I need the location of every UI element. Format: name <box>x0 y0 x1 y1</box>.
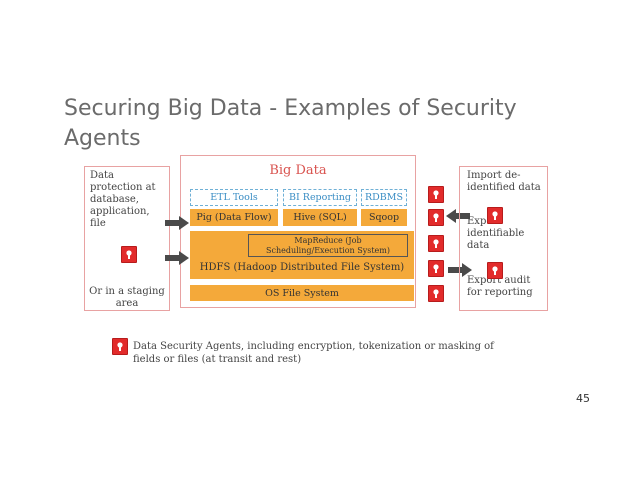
left-panel-top-text: Data protection at database, application… <box>90 170 156 229</box>
legend-text: Data Security Agents, including encrypti… <box>133 341 494 365</box>
etl-tools: ETL Tools <box>190 189 278 206</box>
os-file-system: OS File System <box>190 285 414 301</box>
export-audit-text: Export audit for reporting <box>467 275 533 298</box>
big-data-panel <box>180 155 416 308</box>
right-panel <box>459 166 548 311</box>
lock-icon <box>428 285 444 302</box>
arrow-left-icon <box>446 209 470 223</box>
lock-icon <box>487 262 503 279</box>
hive-cell: Hive (SQL) <box>283 209 357 226</box>
mapreduce-box: MapReduce (Job Scheduling/Execution Syst… <box>248 234 408 257</box>
lock-icon <box>112 338 128 355</box>
pig-cell: Pig (Data Flow) <box>190 209 278 226</box>
lock-icon <box>487 207 503 224</box>
import-text: Import de-identified data <box>467 170 541 193</box>
lock-icon <box>428 235 444 252</box>
lock-icon <box>121 246 137 263</box>
arrow-right-icon <box>165 216 189 230</box>
lock-icon <box>428 209 444 226</box>
export-identifiable-text: Export identifiable data <box>467 216 525 251</box>
page-number: 45 <box>576 392 590 405</box>
rdbms: RDBMS <box>361 189 407 206</box>
lock-icon <box>428 186 444 203</box>
lock-icon <box>428 260 444 277</box>
arrow-right-icon <box>448 263 472 277</box>
left-panel-bottom-text: Or in a staging area <box>89 286 165 309</box>
slide-title: Securing Big Data - Examples of Security… <box>64 96 517 151</box>
left-panel <box>84 166 170 311</box>
mapreduce-text: MapReduce (Job Scheduling/Execution Syst… <box>266 236 390 255</box>
arrow-right-icon <box>165 251 189 265</box>
sqoop-cell: Sqoop <box>361 209 407 226</box>
hdfs-text: HDFS (Hadoop Distributed File System) <box>199 262 405 273</box>
big-data-title: Big Data <box>269 163 327 178</box>
bi-reporting: BI Reporting <box>283 189 357 206</box>
